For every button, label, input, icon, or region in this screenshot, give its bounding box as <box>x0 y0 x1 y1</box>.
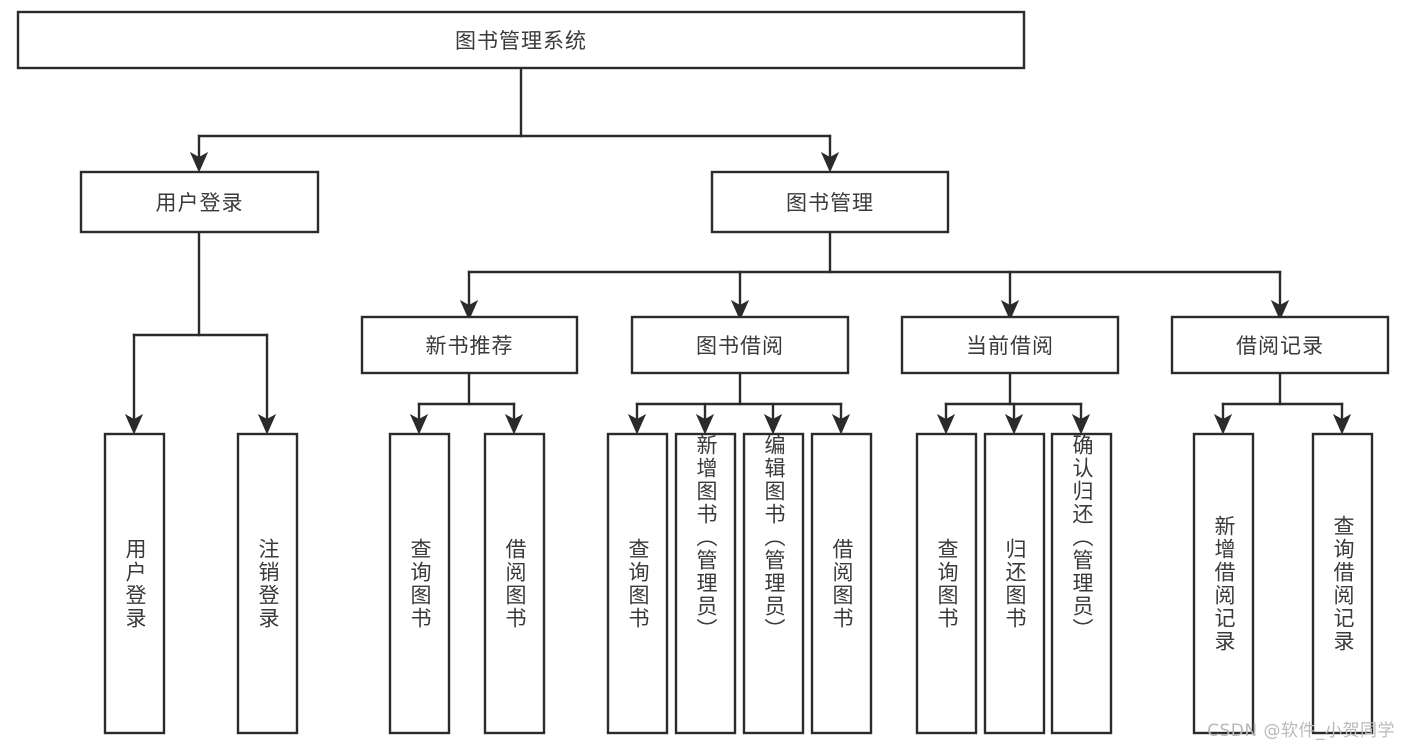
connector-root-to-level2 <box>189 66 840 173</box>
connector-borrowrecord-to-leaves <box>1213 371 1352 435</box>
watermark-text: CSDN @软件_小贺同学 <box>1207 721 1395 741</box>
node-borrow-record[interactable] <box>1170 315 1390 375</box>
leaf-book-borrow-1[interactable] <box>674 432 737 735</box>
connector-userlogin-to-leaves <box>124 230 277 435</box>
leaf-current-borrow-2[interactable] <box>1050 432 1113 735</box>
node-book-borrow[interactable] <box>630 315 850 375</box>
leaf-new-book-1[interactable] <box>483 432 546 735</box>
node-current-borrow[interactable] <box>900 315 1120 375</box>
leaf-new-book-0[interactable] <box>388 432 451 735</box>
connector-newbook-to-leaves <box>409 371 524 435</box>
leaf-current-borrow-0[interactable] <box>915 432 978 735</box>
node-book-management[interactable] <box>710 170 950 234</box>
leaf-book-borrow-0[interactable] <box>606 432 669 735</box>
leaf-borrow-record-1[interactable] <box>1311 432 1374 735</box>
leaf-borrow-record-0[interactable] <box>1192 432 1255 735</box>
node-root[interactable] <box>16 10 1026 70</box>
leaf-book-borrow-2[interactable] <box>742 432 805 735</box>
node-user-login[interactable] <box>79 170 320 234</box>
connector-currentborrow-to-leaves <box>936 371 1091 435</box>
leaf-current-borrow-1[interactable] <box>983 432 1046 735</box>
leaf-user-login-1[interactable] <box>236 432 299 735</box>
leaf-user-login-0[interactable] <box>103 432 166 735</box>
connector-bookborrow-to-leaves <box>627 371 851 435</box>
leaf-book-borrow-3[interactable] <box>810 432 873 735</box>
connector-bookmgmt-to-level3 <box>459 230 1290 321</box>
node-new-book-recommend[interactable] <box>360 315 579 375</box>
